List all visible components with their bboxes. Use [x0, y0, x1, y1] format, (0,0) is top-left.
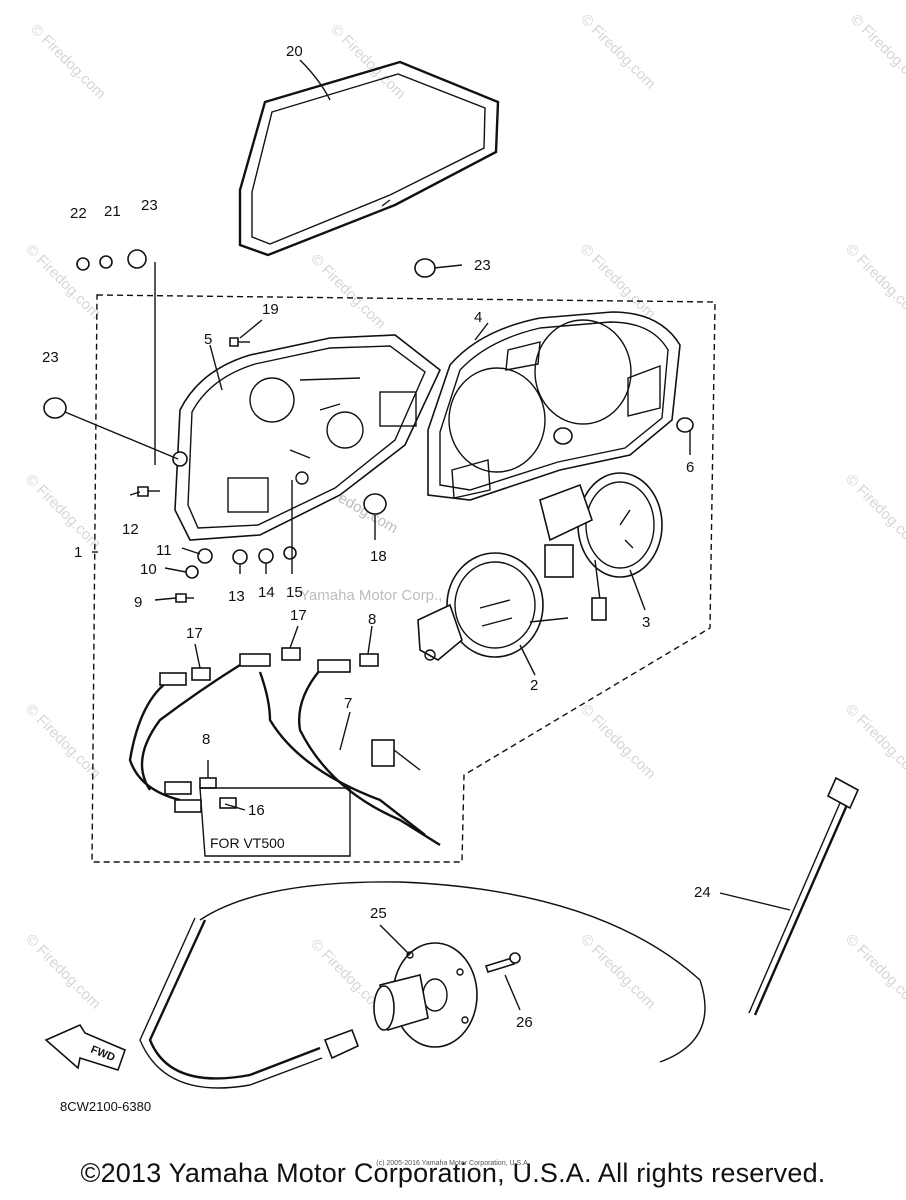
watermark: © Firedog.com	[577, 931, 659, 1013]
wire-harness-7	[128, 647, 441, 847]
callout-17: 17	[290, 607, 307, 624]
center-watermark: Yamaha Motor Corp., U.S.A.	[300, 587, 490, 604]
callout-23: 23	[42, 349, 59, 366]
watermark: © Firedog.com	[842, 701, 906, 783]
callout-8: 8	[202, 731, 210, 748]
callouts: 20 22 21 23 23 23 19 5 4 6 12 1 11 10 9 …	[42, 43, 711, 1031]
watermark: © Firedog.com	[22, 701, 104, 783]
callout-17: 17	[186, 625, 203, 642]
callout-2: 2	[530, 677, 538, 694]
callout-14: 14	[258, 584, 275, 601]
watermark: © Firedog.com	[577, 241, 659, 323]
callout-5: 5	[204, 331, 212, 348]
watermark: © Firedog.com	[327, 21, 409, 103]
grommet-18	[363, 493, 387, 515]
grommet-23-small	[127, 249, 147, 269]
nut-21	[99, 255, 113, 269]
callout-15: 15	[286, 584, 303, 601]
speedometer-cable-24	[139, 776, 860, 1089]
gear-unit-25	[373, 942, 478, 1048]
cap-6	[676, 417, 694, 433]
watermark: © Firedog.com	[22, 471, 104, 553]
washer-22	[76, 257, 90, 271]
watermark-layer: © Firedog.com © Firedog.com © Firedog.co…	[22, 11, 906, 1018]
callout-22: 22	[70, 205, 87, 222]
fwd-arrow: FWD	[44, 1023, 127, 1071]
vt500-box	[199, 787, 351, 857]
watermark: © Firedog.com	[22, 241, 104, 323]
grommet	[553, 427, 573, 445]
callout-3: 3	[642, 614, 650, 631]
callout-24: 24	[694, 884, 711, 901]
vt500-label: FOR VT500	[210, 835, 285, 851]
callout-20: 20	[286, 43, 303, 60]
callout-10: 10	[140, 561, 157, 578]
speedometer-2	[417, 552, 569, 661]
micro-notice: (c) 2005-2016 Yamaha Motor Corporation, …	[376, 1160, 530, 1167]
callout-12: 12	[122, 521, 139, 538]
fasteners	[137, 337, 297, 603]
callout-13: 13	[228, 588, 245, 605]
watermark: © Firedog.com	[842, 241, 906, 323]
callout-18: 18	[370, 548, 387, 565]
assembly-outline	[91, 294, 716, 863]
callout-7: 7	[344, 695, 352, 712]
leader-lines	[64, 59, 791, 1011]
watermark: © Firedog.com	[842, 471, 906, 553]
watermark: © Firedog.com	[577, 701, 659, 783]
meter-case-5	[174, 334, 441, 541]
callout-26: 26	[516, 1014, 533, 1031]
watermark: © Firedog.com	[847, 11, 906, 93]
tachometer-3	[539, 472, 663, 621]
meter-cover-4	[427, 311, 681, 501]
watermark: © Firedog.com	[27, 21, 109, 103]
callout-16: 16	[248, 802, 265, 819]
callout-19: 19	[262, 301, 279, 318]
bezel-gasket-20	[238, 60, 500, 257]
pin-26	[484, 952, 521, 973]
callout-4: 4	[474, 309, 482, 326]
watermark: © Firedog.com	[22, 931, 104, 1013]
grommet-23-top	[414, 258, 436, 278]
part-code: 8CW2100-6380	[60, 1099, 151, 1114]
callout-23: 23	[474, 257, 491, 274]
callout-21: 21	[104, 203, 121, 220]
watermark: © Firedog.com	[307, 251, 389, 333]
callout-6: 6	[686, 459, 694, 476]
watermark: © Firedog.com	[842, 931, 906, 1013]
callout-11: 11	[156, 542, 172, 559]
watermark: © Firedog.com	[577, 11, 659, 93]
callout-25: 25	[370, 905, 387, 922]
callout-1: 1	[74, 544, 82, 561]
copyright-footer: ©2013 Yamaha Motor Corporation, U.S.A. A…	[80, 1158, 826, 1188]
callout-23: 23	[141, 197, 158, 214]
callout-8: 8	[368, 611, 376, 628]
grommet-23-left	[43, 397, 67, 419]
callout-9: 9	[134, 594, 142, 611]
